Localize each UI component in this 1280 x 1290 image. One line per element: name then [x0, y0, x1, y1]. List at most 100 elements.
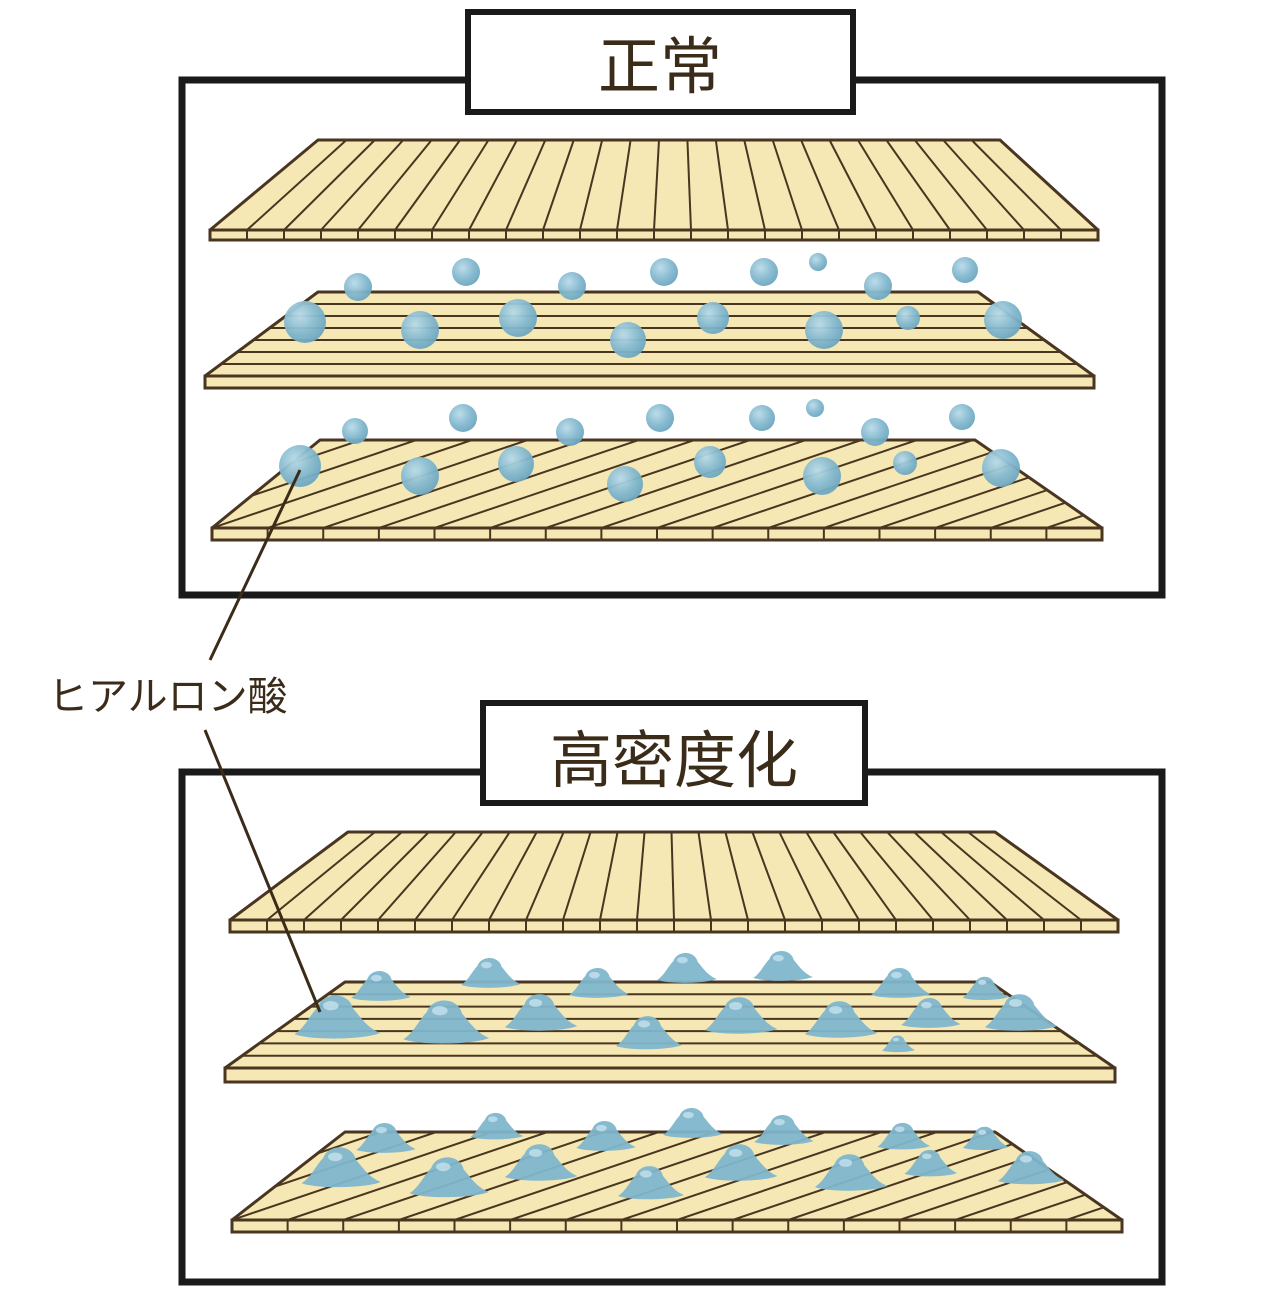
- normal-layer-1-stripe: [468, 139, 518, 231]
- dense-layer-1-stripe: [303, 831, 403, 921]
- normal-hyaluronic-droplets: [279, 253, 1022, 502]
- normal-layer-1-stripe: [771, 139, 803, 231]
- normal-droplet: [949, 404, 975, 430]
- dense-clump-body: [962, 976, 1009, 1001]
- normal-layer-1-stripe: [542, 139, 575, 231]
- dense-clump-body: [294, 995, 381, 1039]
- normal-layer-3-stripe: [322, 440, 584, 528]
- dense-layer-3-stripe: [454, 1132, 715, 1220]
- dense-clump: [504, 1144, 578, 1181]
- normal-droplet: [952, 257, 978, 283]
- dense-layer-1-stripe: [599, 831, 619, 921]
- dense-layer-1-stripe: [967, 831, 1082, 921]
- dense-layer-1-stripe: [697, 831, 712, 921]
- dense-clump: [403, 1000, 490, 1044]
- dense-clump: [901, 998, 961, 1028]
- dense-clump-body: [403, 1000, 490, 1044]
- normal-droplet: [646, 404, 674, 432]
- normal-droplet: [806, 399, 824, 417]
- normal-droplet: [982, 449, 1020, 487]
- normal-layer-3-stripe: [601, 440, 862, 528]
- dense-clump-highlight: [893, 1037, 899, 1042]
- dense-clump-highlight: [677, 956, 688, 964]
- dense-clump-highlight: [529, 998, 543, 1007]
- normal-droplet: [499, 299, 537, 337]
- dense-clump-highlight: [529, 1148, 543, 1157]
- dense-clump: [294, 995, 381, 1039]
- dense-clump: [804, 1001, 878, 1038]
- dense-clump: [998, 1151, 1064, 1185]
- dense-clump-highlight: [481, 961, 492, 969]
- normal-droplet: [401, 457, 439, 495]
- dense-clump-highlight: [839, 1158, 853, 1167]
- dense-clump: [904, 1149, 958, 1177]
- dense-layer-1-stripe: [724, 831, 749, 921]
- dense-layer-1-stripe: [859, 831, 934, 921]
- dense-layer-1-stripe: [266, 831, 376, 921]
- dense-clump-body: [962, 1126, 1009, 1151]
- normal-layer-1-stripe: [505, 139, 547, 231]
- dense-layer-1-stripe: [377, 831, 457, 921]
- dense-clump-body: [704, 1144, 778, 1181]
- dense-clump-highlight: [596, 1124, 607, 1132]
- normal-layer-3-stripe: [0, 440, 194, 528]
- callout-label: ヒアルロン酸: [48, 674, 288, 720]
- dense-clump-highlight: [895, 1126, 905, 1133]
- dense-clump-highlight: [1009, 998, 1023, 1007]
- dense-clump: [356, 1123, 416, 1153]
- dense-layer-1-stripe: [805, 831, 860, 921]
- dense-layer-1-stripe: [913, 831, 1008, 921]
- normal-layer-1-stripe: [653, 139, 660, 231]
- dense-clump-body: [461, 958, 521, 988]
- dense-clump-highlight: [729, 1001, 743, 1010]
- dense-clump-highlight: [922, 1153, 932, 1160]
- normal-layer-1-stripe: [616, 139, 632, 231]
- dense-clump-highlight: [683, 1111, 694, 1119]
- dense-clump-body: [704, 997, 778, 1034]
- dense-clump-body: [618, 1166, 684, 1200]
- dense-layer-1-stripe: [562, 831, 592, 921]
- normal-droplet: [749, 405, 775, 431]
- normal-layer-1-stripe: [714, 139, 729, 231]
- dense-clump-highlight: [488, 1116, 498, 1123]
- dense-clump-highlight: [829, 1005, 843, 1014]
- dense-clump: [962, 1126, 1009, 1151]
- panel-normal-title-box: [465, 9, 856, 115]
- dense-clump-body: [657, 953, 717, 983]
- normal-layer-1-stripe: [246, 139, 348, 231]
- dense-clump-body: [356, 1123, 416, 1153]
- normal-layer-3-stripe: [378, 440, 640, 528]
- dense-layer-1-stripe: [451, 831, 511, 921]
- normal-droplet: [558, 272, 586, 300]
- dense-clump-body: [904, 1149, 958, 1177]
- dense-clump-highlight: [376, 1126, 387, 1134]
- normal-droplet: [893, 451, 917, 475]
- dense-clump-highlight: [371, 974, 382, 982]
- normal-layer-3-stripe: [212, 440, 473, 528]
- callout: ヒアルロン酸: [40, 469, 340, 1013]
- dense-clump: [470, 1112, 524, 1140]
- normal-layer-3-stripe: [212, 440, 417, 528]
- normal-layer-3-stripe: [0, 440, 138, 528]
- normal-droplet: [861, 418, 889, 446]
- dense-layer-1-stripe: [525, 831, 565, 921]
- dense-layer-3-stripe: [232, 1132, 270, 1220]
- normal-layer-3-stripe: [656, 440, 918, 528]
- dense-clump: [569, 968, 629, 998]
- dense-clump-body: [569, 968, 629, 998]
- dense-layer-1-stripe: [636, 831, 646, 921]
- normal-layer-1-stripe: [320, 139, 404, 231]
- dense-clump-highlight: [921, 1001, 932, 1009]
- normal-layer-2: [203, 290, 1096, 390]
- dense-clump-highlight: [978, 979, 987, 985]
- normal-droplet: [449, 404, 477, 432]
- dense-clump: [461, 958, 521, 988]
- normal-layer-1-stripe: [913, 139, 988, 231]
- callout-label-bg: [40, 665, 340, 725]
- dense-layer-3-stripe: [1010, 1132, 1122, 1220]
- normal-droplet: [805, 311, 843, 349]
- panel-normal: 正常: [0, 9, 1166, 599]
- dense-layer-1-stripe: [886, 831, 971, 921]
- dense-clump-body: [804, 1001, 878, 1038]
